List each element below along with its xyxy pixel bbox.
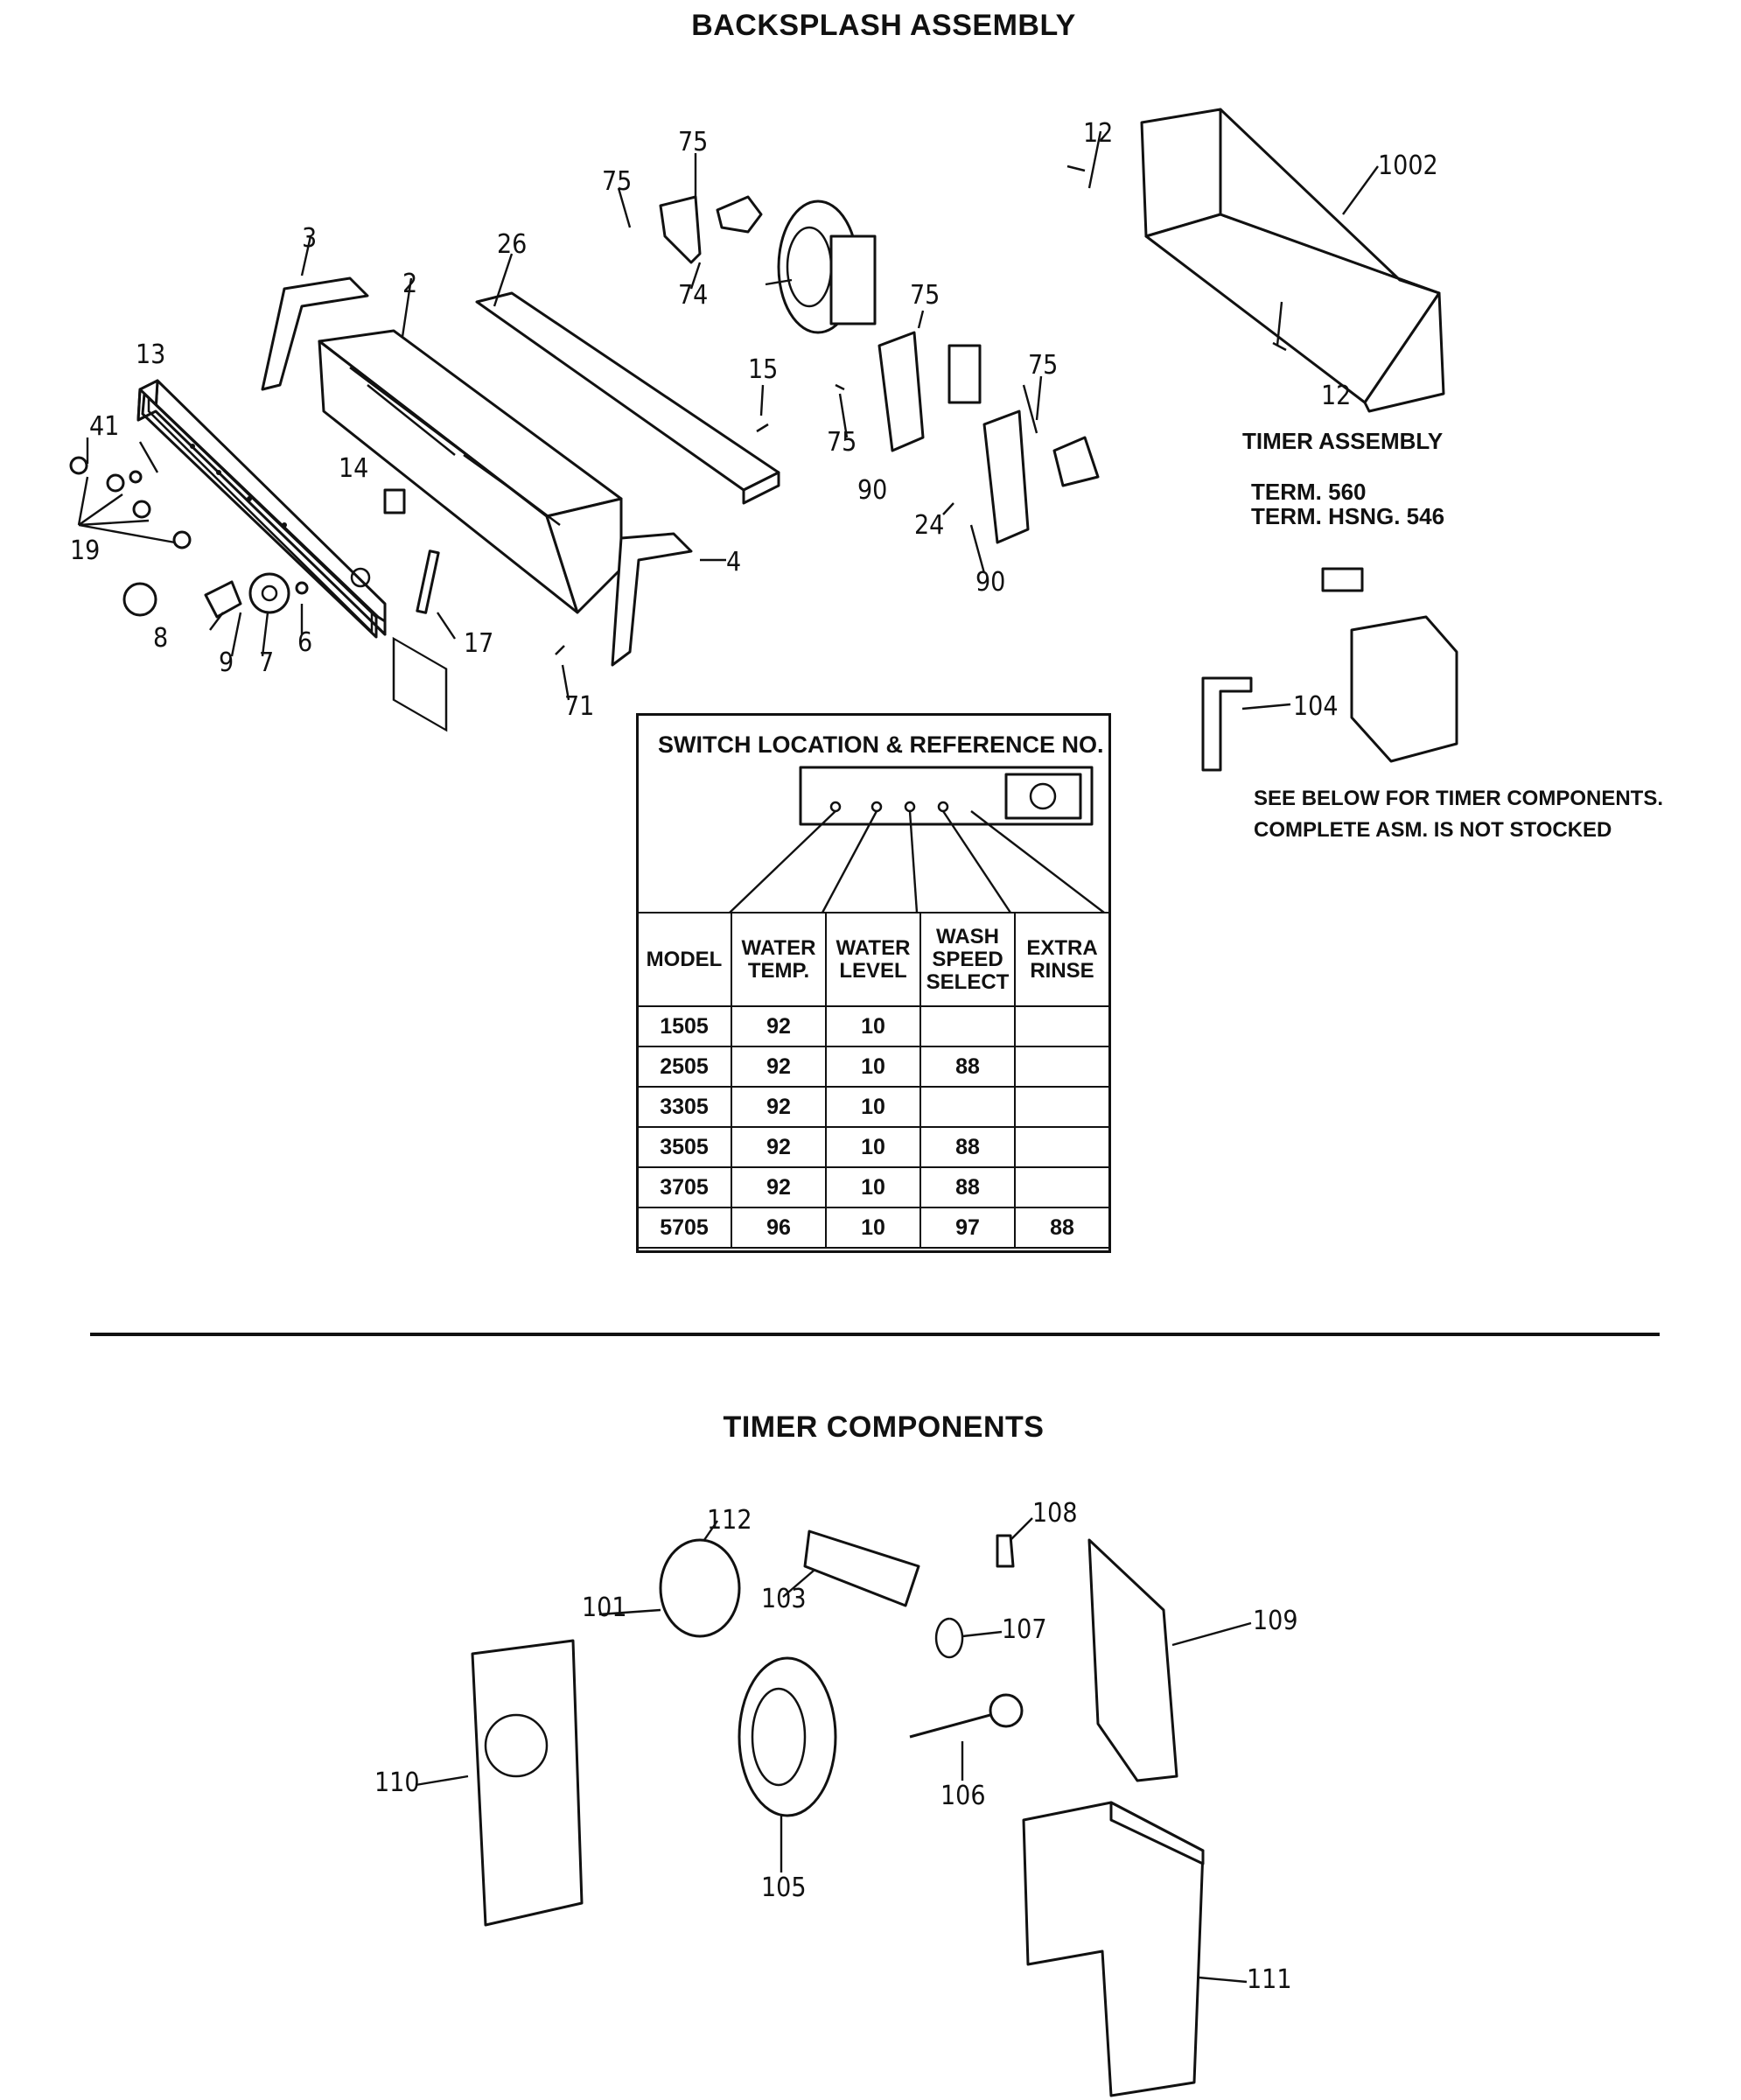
table-cell: 92 bbox=[731, 1126, 827, 1168]
part-label-75: 75 bbox=[678, 127, 709, 158]
table-cell bbox=[1014, 1005, 1110, 1047]
part-label-108: 108 bbox=[1032, 1498, 1078, 1529]
part-label-3: 3 bbox=[302, 223, 318, 254]
part-label-14: 14 bbox=[339, 453, 369, 484]
part-label-103: 103 bbox=[761, 1584, 807, 1614]
table-cell: 10 bbox=[825, 1046, 921, 1088]
control-panel-drawing bbox=[136, 379, 387, 639]
table-cell: 10 bbox=[825, 1207, 921, 1249]
part-label-107: 107 bbox=[1002, 1614, 1047, 1645]
part-label-74: 74 bbox=[678, 280, 709, 311]
table-cell: 88 bbox=[919, 1126, 1016, 1168]
part-label-19: 19 bbox=[70, 536, 101, 566]
console-drawing bbox=[318, 329, 623, 732]
part-label-106: 106 bbox=[940, 1781, 986, 1811]
table-cell bbox=[1014, 1166, 1110, 1208]
part-label-17: 17 bbox=[464, 628, 494, 659]
table-cell: 10 bbox=[825, 1086, 921, 1128]
table-cell: 96 bbox=[731, 1207, 827, 1249]
part-label-15: 15 bbox=[748, 354, 779, 385]
table-cell: 92 bbox=[731, 1166, 827, 1208]
part-label-4: 4 bbox=[726, 547, 742, 578]
table-cell: 88 bbox=[1014, 1207, 1110, 1249]
table-cell: 10 bbox=[825, 1126, 921, 1168]
part-label-71: 71 bbox=[564, 691, 595, 722]
table-cell bbox=[919, 1086, 1016, 1128]
section-divider bbox=[90, 1333, 1660, 1336]
part-label-12: 12 bbox=[1321, 381, 1352, 411]
part-label-105: 105 bbox=[761, 1872, 807, 1903]
part-label-12: 12 bbox=[1083, 118, 1114, 149]
not-stocked-note: COMPLETE ASM. IS NOT STOCKED bbox=[1254, 818, 1612, 842]
table-cell bbox=[1014, 1046, 1110, 1088]
timer-assembly-label: TIMER ASSEMBLY bbox=[1242, 428, 1444, 454]
table-cell bbox=[1014, 1086, 1110, 1128]
table-cell: 10 bbox=[825, 1166, 921, 1208]
part-label-75: 75 bbox=[1028, 350, 1059, 381]
part-label-90: 90 bbox=[857, 475, 888, 506]
table-cell: 3705 bbox=[636, 1166, 732, 1208]
part-label-101: 101 bbox=[582, 1592, 627, 1623]
table-cell: 3505 bbox=[636, 1126, 732, 1168]
timer-components-title: TIMER COMPONENTS bbox=[723, 1410, 1045, 1444]
table-cell: 3305 bbox=[636, 1086, 732, 1128]
table-cell: 92 bbox=[731, 1086, 827, 1128]
table-cell bbox=[919, 1005, 1016, 1047]
table-row: 3305 92 10 bbox=[636, 1086, 1110, 1128]
part-label-90: 90 bbox=[975, 567, 1006, 598]
table-cell: 92 bbox=[731, 1005, 827, 1047]
backsplash-title: BACKSPLASH ASSEMBLY bbox=[691, 9, 1076, 42]
timer-drawing bbox=[765, 200, 877, 334]
see-below-note: SEE BELOW FOR TIMER COMPONENTS. bbox=[1254, 787, 1664, 810]
timer-cover-drawing bbox=[1140, 108, 1445, 413]
table-cell: 88 bbox=[919, 1166, 1016, 1208]
switch-location-title: SWITCH LOCATION & REFERENCE NO. bbox=[658, 732, 1104, 758]
part-label-111: 111 bbox=[1247, 1964, 1292, 1995]
part-label-7: 7 bbox=[259, 648, 275, 678]
term-housing-label: TERM. HSNG. 546 bbox=[1251, 503, 1445, 529]
table-row: 5705 96 10 97 88 bbox=[636, 1207, 1110, 1249]
part-label-75: 75 bbox=[602, 166, 633, 197]
table-cell: 92 bbox=[731, 1046, 827, 1088]
part-label-26: 26 bbox=[497, 229, 528, 260]
part-label-13: 13 bbox=[136, 340, 166, 370]
table-cell: 10 bbox=[825, 1005, 921, 1047]
table-row: 3705 92 10 88 bbox=[636, 1166, 1110, 1208]
part-label-109: 109 bbox=[1253, 1606, 1298, 1636]
part-label-110: 110 bbox=[374, 1768, 420, 1798]
header-model: MODEL bbox=[636, 912, 732, 1007]
table-cell bbox=[1014, 1126, 1110, 1168]
part-label-104: 104 bbox=[1293, 691, 1339, 722]
part-label-8: 8 bbox=[153, 623, 169, 654]
part-label-75: 75 bbox=[827, 427, 857, 458]
part-label-9: 9 bbox=[219, 648, 234, 678]
part-label-24: 24 bbox=[914, 510, 945, 541]
table-cell: 1505 bbox=[636, 1005, 732, 1047]
table-cell: 5705 bbox=[636, 1207, 732, 1249]
part-label-1002: 1002 bbox=[1378, 150, 1438, 181]
part-label-2: 2 bbox=[402, 269, 418, 299]
part-label-75: 75 bbox=[910, 280, 940, 311]
part-label-112: 112 bbox=[707, 1505, 752, 1536]
table-cell: 97 bbox=[919, 1207, 1016, 1249]
part-label-6: 6 bbox=[297, 627, 313, 658]
part-label-41: 41 bbox=[89, 411, 120, 442]
table-row: 1505 92 10 bbox=[636, 1005, 1110, 1047]
table-cell: 2505 bbox=[636, 1046, 732, 1088]
table-cell: 88 bbox=[919, 1046, 1016, 1088]
table-row: 3505 92 10 88 bbox=[636, 1126, 1110, 1168]
term-label: TERM. 560 bbox=[1251, 479, 1367, 505]
table-row: 2505 92 10 88 bbox=[636, 1046, 1110, 1088]
